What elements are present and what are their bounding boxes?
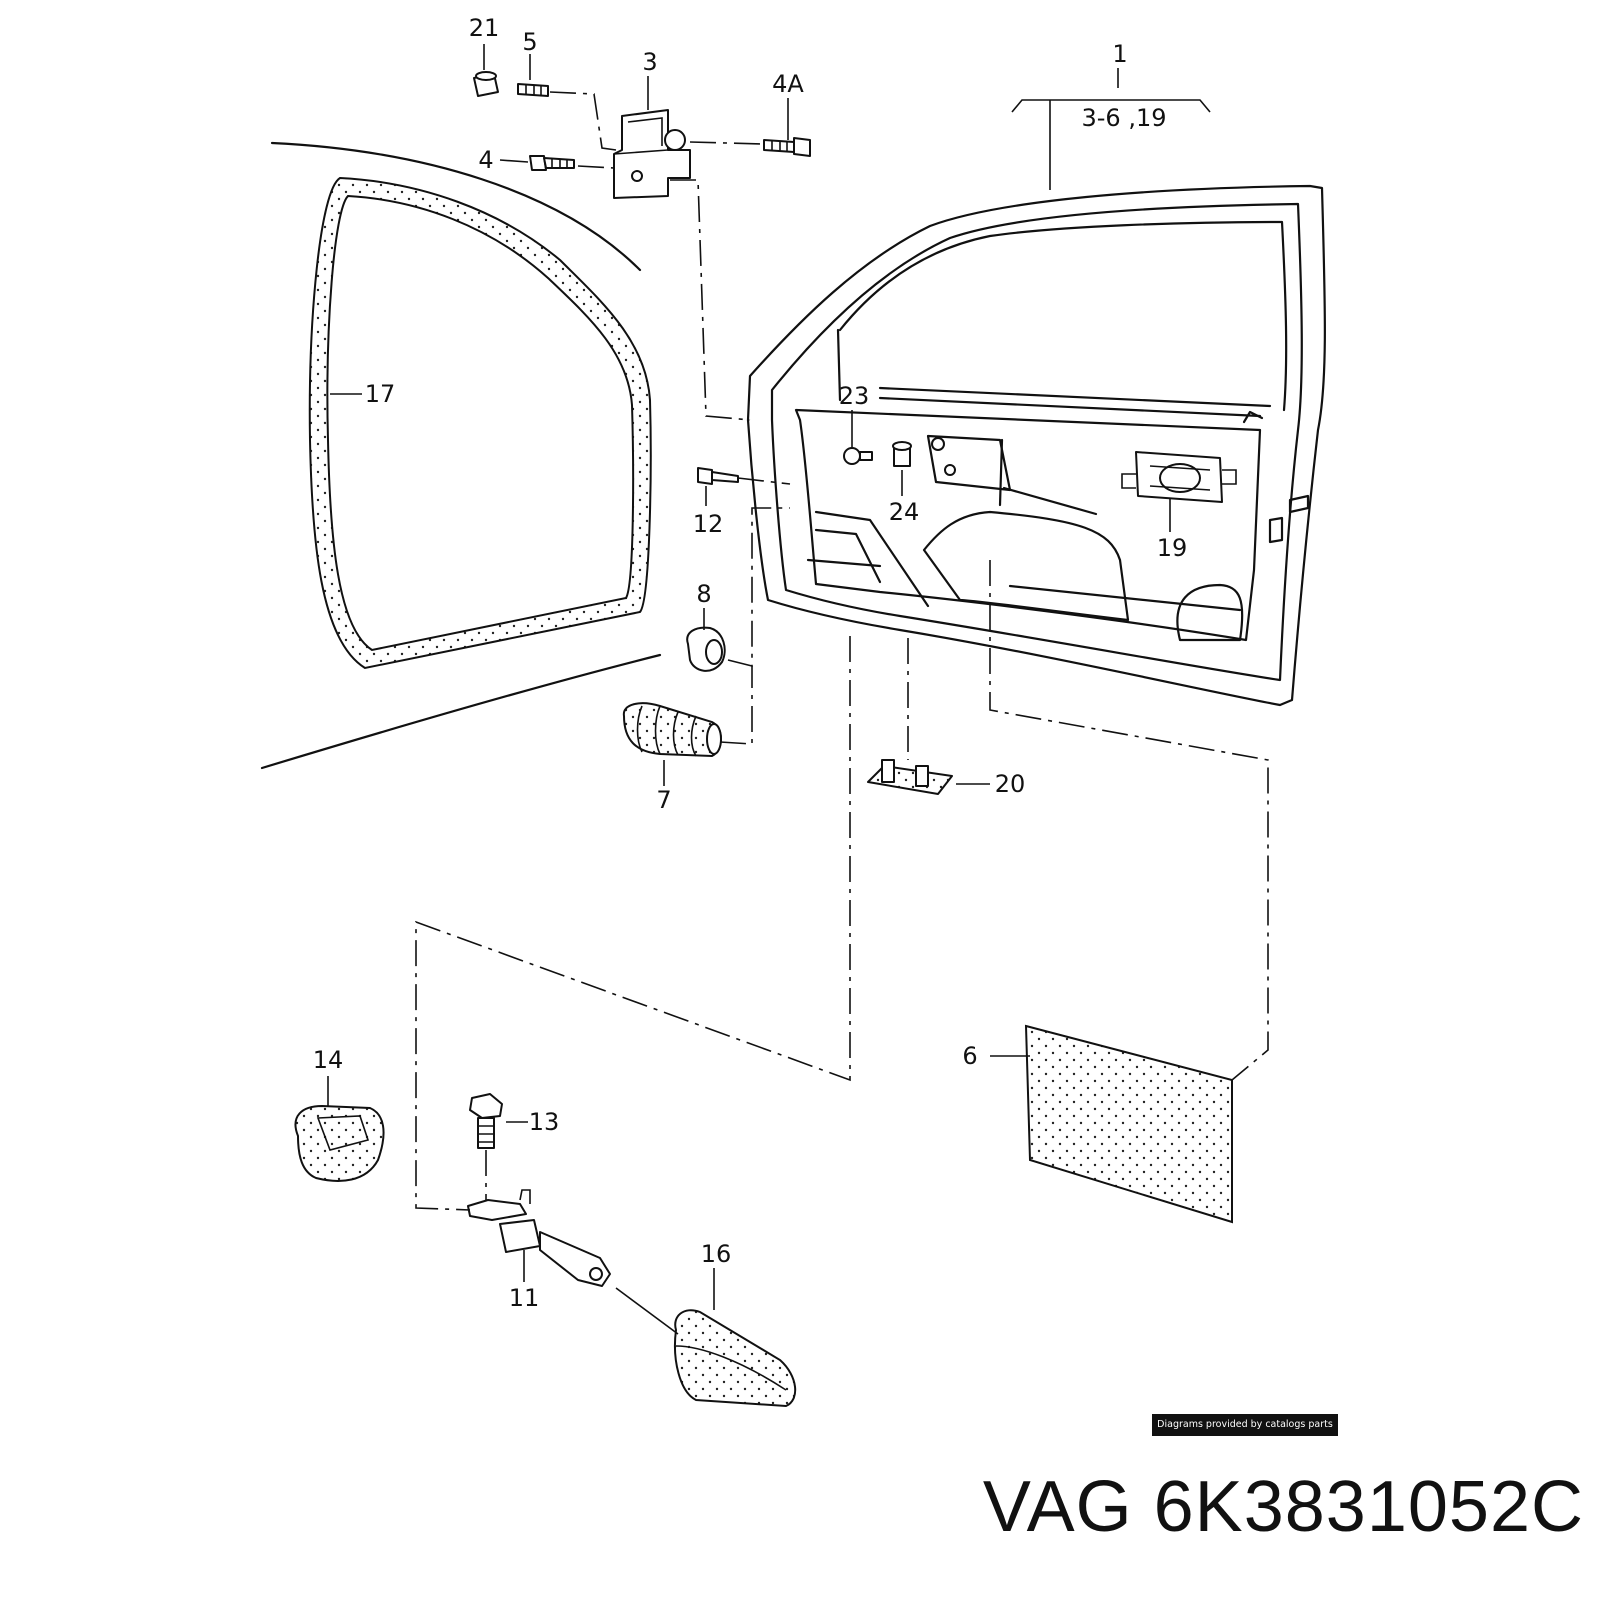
- callout-19: 19: [1157, 534, 1188, 562]
- callout-14: 14: [313, 1046, 344, 1074]
- callout-7: 7: [656, 786, 671, 814]
- callout-labels: 21 5 3 4A 4 1 3-6 ,19 17 23 24 12 19 8 7…: [313, 14, 1188, 1312]
- part-4-bolt: [529, 155, 575, 171]
- part-13-bolt: [469, 1093, 503, 1149]
- callout-16: 16: [701, 1240, 732, 1268]
- part-16-cover: [674, 1309, 796, 1408]
- body-outline: [260, 141, 662, 770]
- callout-21: 21: [469, 14, 500, 42]
- callout-23: 23: [839, 382, 870, 410]
- callout-1-subparts: 3-6 ,19: [1082, 104, 1167, 132]
- part-23-screw: [843, 447, 873, 465]
- callout-5: 5: [522, 28, 537, 56]
- part-21-cap: [473, 71, 499, 97]
- callout-8: 8: [696, 580, 711, 608]
- part-8-grommet: [686, 626, 726, 672]
- callout-4: 4: [478, 146, 493, 174]
- part-20-plate: [867, 759, 953, 795]
- callout-12: 12: [693, 510, 724, 538]
- callout-6: 6: [962, 1042, 977, 1070]
- part-7-boot: [622, 702, 722, 758]
- part-number-title: VAG 6K3831052C: [982, 1467, 1584, 1547]
- part-6-sheet: [1024, 1024, 1233, 1224]
- callout-13: 13: [529, 1108, 560, 1136]
- part-12-bolt: [697, 467, 739, 485]
- part-11-check-strap: [467, 1189, 611, 1287]
- part-17-door-seal: [308, 176, 652, 670]
- callout-4a: 4A: [772, 70, 804, 98]
- callout-24: 24: [889, 498, 920, 526]
- part-14-buffer: [294, 1104, 385, 1182]
- callout-11: 11: [509, 1284, 540, 1312]
- part-3-hinge: [613, 109, 691, 199]
- callout-20: 20: [995, 770, 1026, 798]
- part-4a-bolt: [763, 137, 811, 157]
- callout-17: 17: [365, 380, 396, 408]
- callout-3: 3: [642, 48, 657, 76]
- diagram-credit-badge: Diagrams provided by catalogs parts: [1152, 1414, 1338, 1436]
- callout-1: 1: [1112, 40, 1127, 68]
- assembly-lines: [415, 91, 1269, 1211]
- part-1-door: [746, 184, 1326, 707]
- leader-lines: [327, 44, 1211, 1335]
- part-19-door-catch: [1121, 451, 1237, 503]
- part-24-clip: [892, 437, 956, 476]
- part-5-pin: [517, 83, 549, 97]
